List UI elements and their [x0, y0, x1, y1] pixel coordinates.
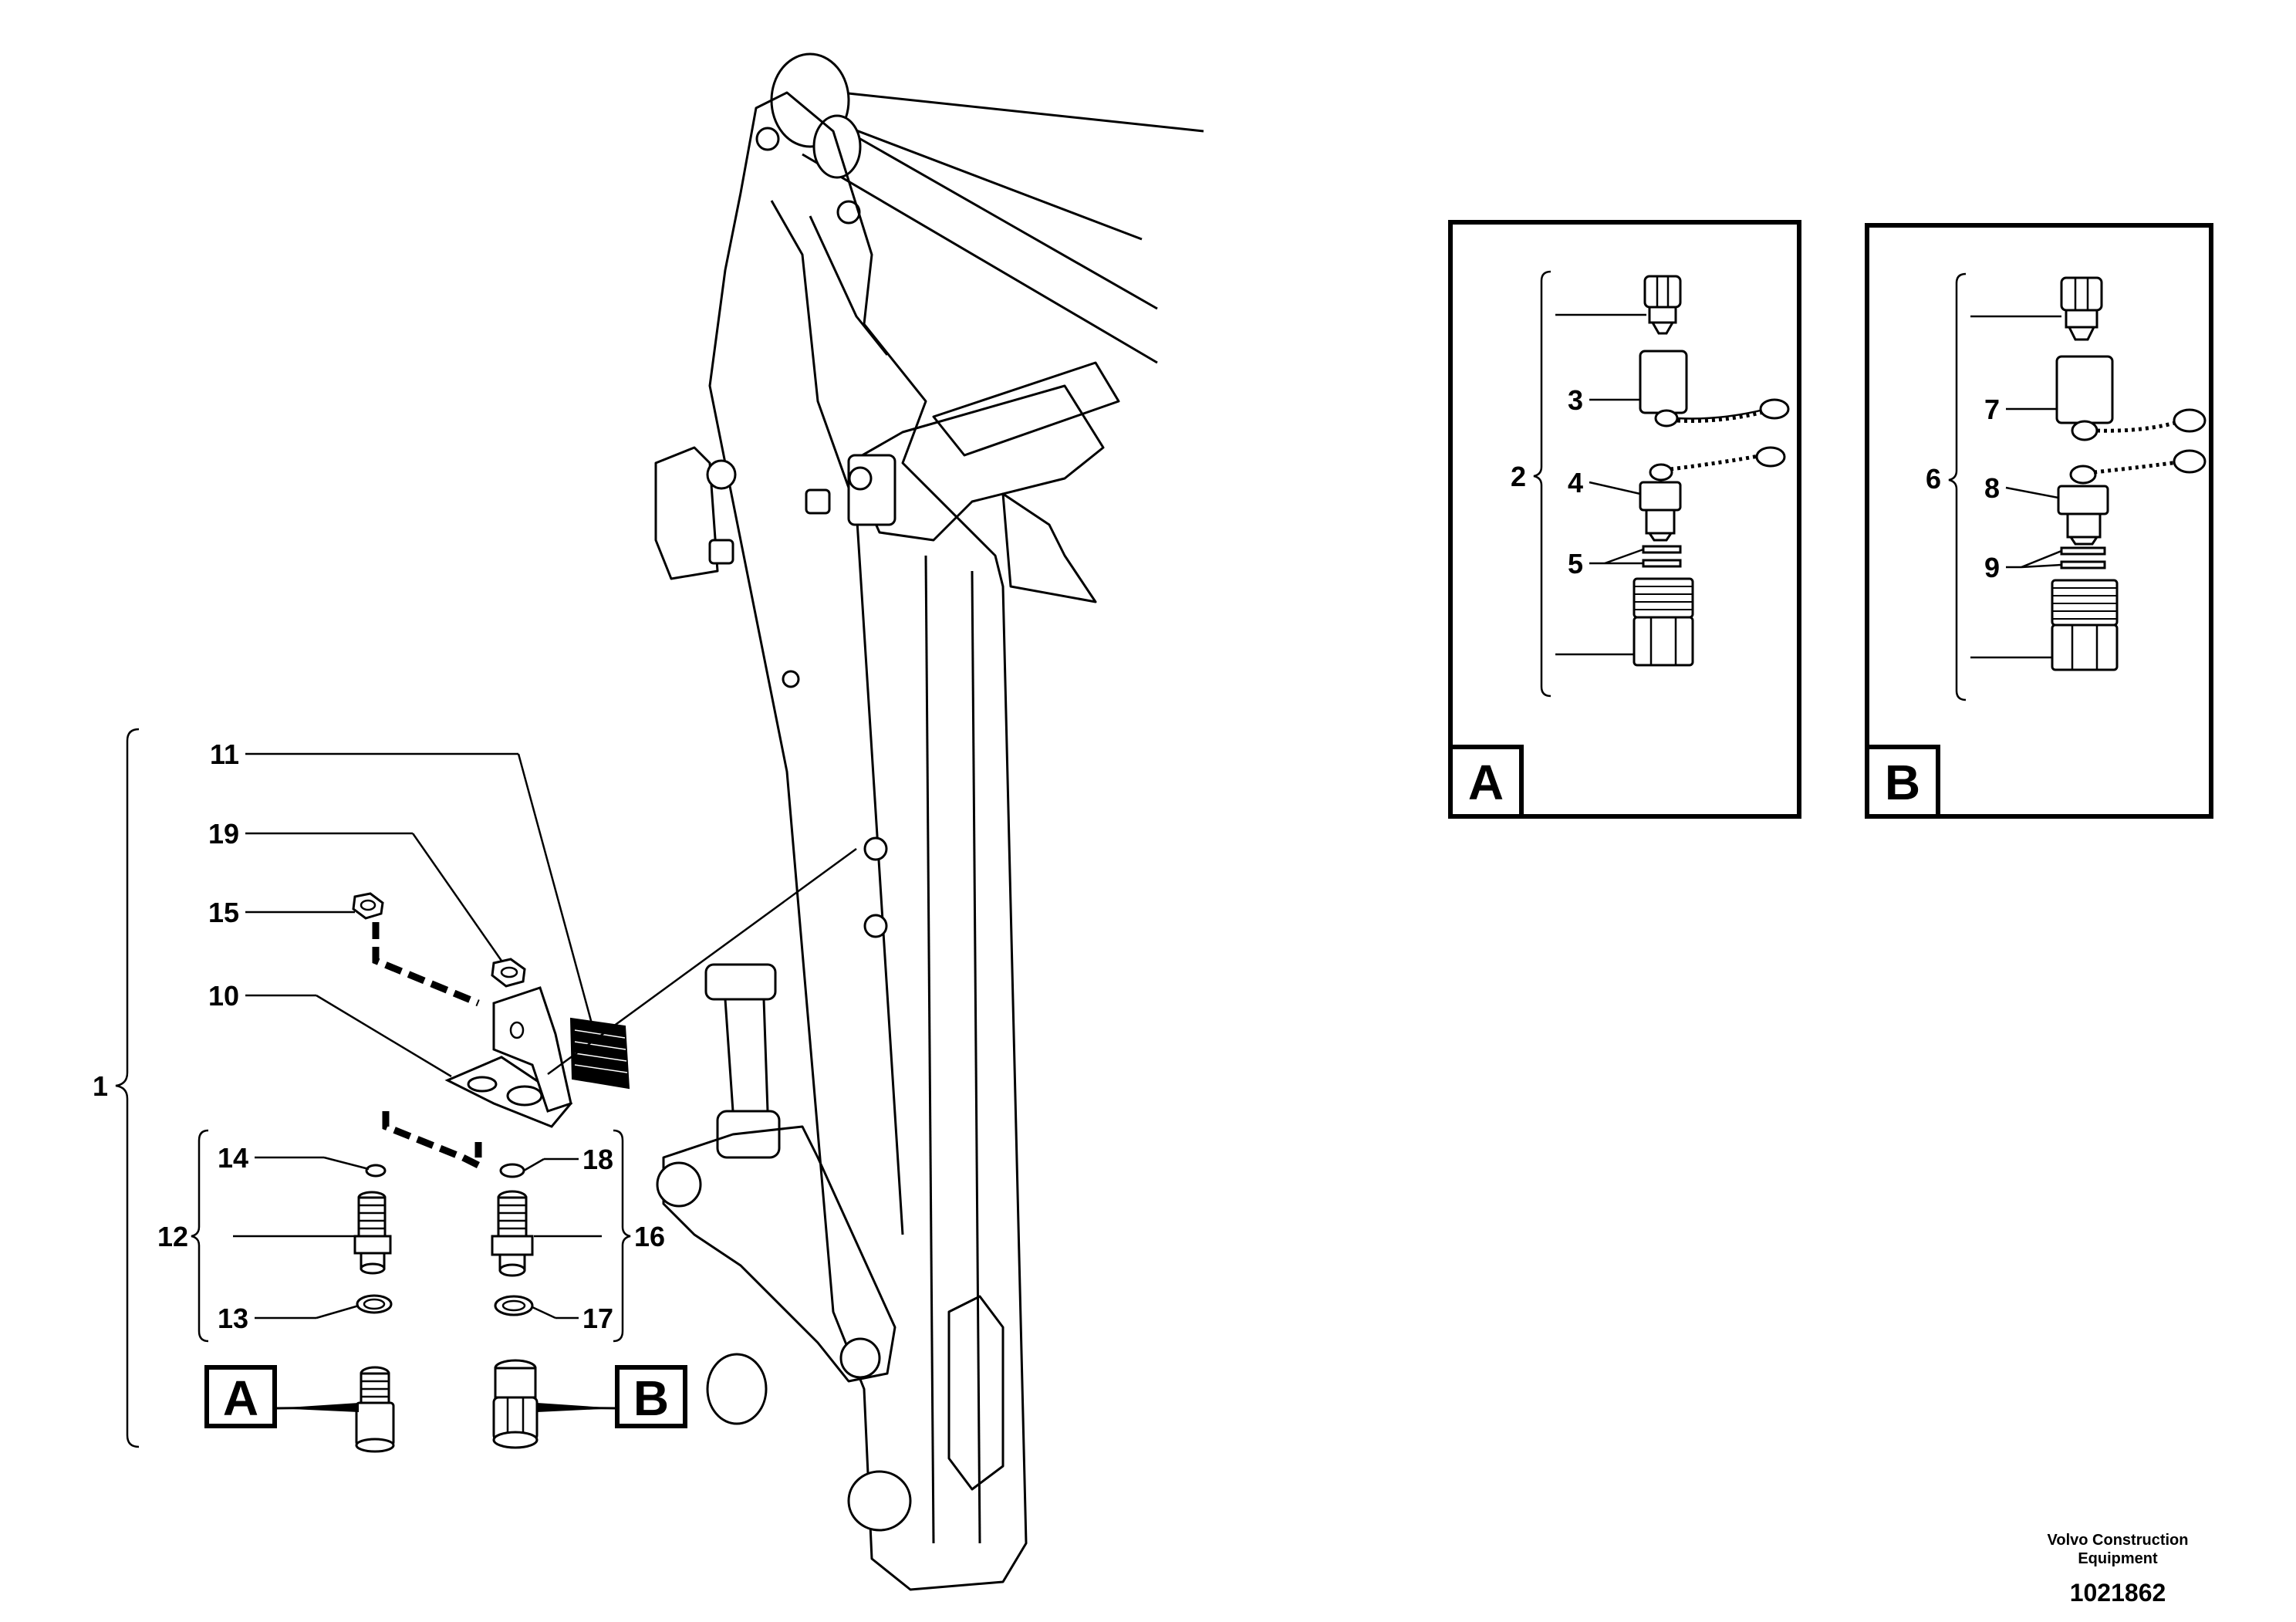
label-9: 9 [1984, 552, 2000, 583]
oring-14 [365, 1164, 387, 1178]
tag-a-left: A [223, 1370, 258, 1426]
seal-9a [2060, 546, 2106, 556]
label-6: 6 [1926, 463, 1941, 495]
footer: Volvo Construction Equipment 1021862 [2048, 1532, 2189, 1607]
tag-box-a-left [204, 1365, 277, 1428]
label-8: 8 [1984, 472, 2000, 504]
exploded-parts: 11 19 15 10 1 14 12 13 18 16 17 A B [93, 728, 857, 1453]
label-16: 16 [634, 1221, 665, 1252]
seal-5b [1642, 559, 1682, 568]
label-4: 4 [1568, 467, 1583, 498]
washer-17 [494, 1295, 534, 1316]
bracket-10 [444, 986, 573, 1128]
washer-13 [356, 1294, 393, 1314]
seal-5a [1642, 545, 1682, 554]
plug-a [1643, 275, 1682, 335]
nut-15 [352, 892, 384, 920]
label-19: 19 [208, 818, 239, 850]
nut-19 [491, 958, 526, 988]
tag-box-b-left [615, 1365, 687, 1428]
label-11: 11 [210, 738, 239, 770]
brace-2 [1533, 270, 1551, 698]
label-3: 3 [1568, 384, 1583, 416]
label-15: 15 [208, 897, 239, 928]
plug-b [2060, 276, 2103, 341]
coupler-a [1633, 577, 1694, 667]
label-13: 13 [218, 1303, 248, 1334]
oring-18 [499, 1163, 525, 1178]
dust-cap-7 [2055, 355, 2207, 441]
label-5: 5 [1568, 548, 1583, 580]
brace-12 [191, 1129, 209, 1343]
label-1: 1 [93, 1070, 108, 1102]
detail-b-tag: B [1885, 755, 1920, 810]
coupling-a-preview [355, 1366, 395, 1453]
detail-a-tag: A [1468, 755, 1504, 810]
company-name-line2: Equipment [2078, 1550, 2158, 1567]
nipple-12 [353, 1191, 392, 1275]
label-2: 2 [1511, 461, 1526, 492]
coupling-b-preview [492, 1359, 539, 1449]
detail-box-b: B 6 [1865, 223, 2213, 819]
dust-plug-8 [2057, 449, 2207, 546]
label-17: 17 [582, 1303, 613, 1334]
label-18: 18 [582, 1144, 613, 1175]
excavator-arm-drawing [654, 52, 1204, 1591]
drawing-number: 1021862 [2070, 1579, 2166, 1607]
brace-16 [613, 1129, 631, 1343]
label-7: 7 [1984, 394, 2000, 425]
company-name-line1: Volvo Construction [2048, 1532, 2189, 1549]
label-14: 14 [218, 1142, 248, 1174]
dust-cap-3 [1639, 350, 1790, 427]
brace-6 [1948, 272, 1967, 701]
label-12: 12 [157, 1221, 188, 1252]
decal-11 [569, 1017, 630, 1090]
dust-plug-4 [1639, 446, 1786, 542]
label-10: 10 [208, 980, 239, 1012]
nipple-16 [491, 1190, 534, 1277]
brace-1 [115, 728, 140, 1448]
tag-b-left: B [633, 1370, 669, 1426]
detail-box-a: A 2 [1448, 220, 1801, 819]
coupler-b [2051, 579, 2119, 671]
seal-9b [2060, 560, 2106, 569]
